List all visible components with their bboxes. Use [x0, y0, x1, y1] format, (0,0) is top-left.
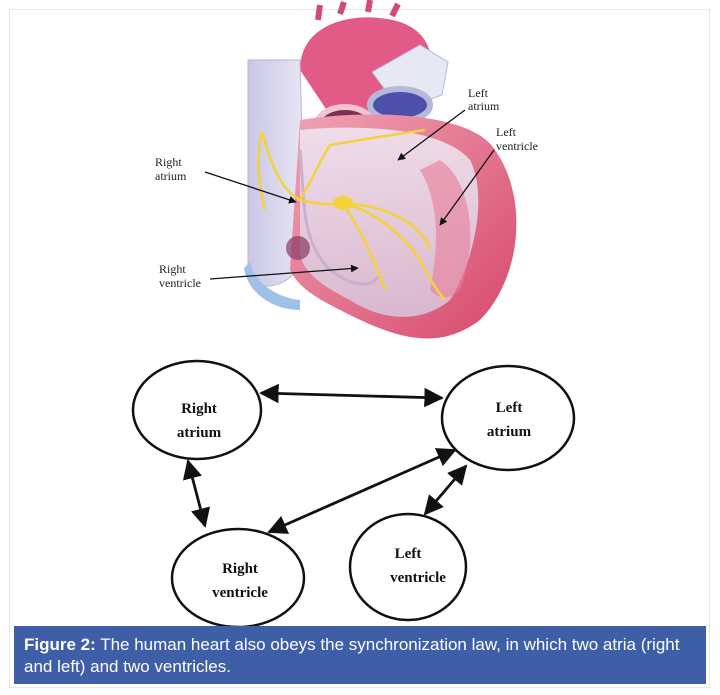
figure-caption: Figure 2: The human heart also obeys the…	[14, 626, 706, 684]
label-left-ventricle-1: Left	[496, 125, 517, 139]
av-node	[333, 196, 353, 210]
caption-label: Figure 2:	[24, 635, 96, 654]
node-right-ventricle	[172, 529, 304, 627]
node-right-ventricle-1: Right	[222, 561, 258, 577]
label-left-atrium-1: Left	[468, 86, 489, 100]
arrow-ra-la	[261, 393, 442, 398]
aorta-branches	[318, 0, 398, 20]
vessel-opening	[286, 236, 310, 260]
node-left-atrium-1: Left	[496, 400, 523, 416]
label-right-atrium-2: atrium	[155, 169, 187, 183]
node-left-ventricle-2: ventricle	[390, 570, 446, 586]
node-right-atrium-2: atrium	[177, 425, 222, 441]
label-left-ventricle-2: ventricle	[496, 139, 538, 153]
node-left-ventricle	[350, 514, 466, 620]
label-right-ventricle-2: ventricle	[159, 276, 201, 290]
node-right-atrium-1: Right	[181, 401, 217, 417]
node-left-ventricle-1: Left	[395, 546, 422, 562]
node-left-atrium-2: atrium	[487, 424, 532, 440]
label-right-atrium-1: Right	[155, 155, 182, 169]
caption-text: The human heart also obeys the synchroni…	[24, 635, 679, 676]
node-left-atrium	[442, 366, 574, 470]
node-right-ventricle-2: ventricle	[212, 585, 268, 601]
arrow-ra-rv	[188, 461, 205, 526]
label-right-ventricle-1: Right	[159, 262, 186, 276]
arrow-la-lv	[425, 466, 466, 514]
heart-illustration	[244, 0, 516, 339]
synchronization-diagram: Right atrium Left atrium Right ventricle…	[133, 361, 574, 627]
label-left-atrium-2: atrium	[468, 99, 500, 113]
